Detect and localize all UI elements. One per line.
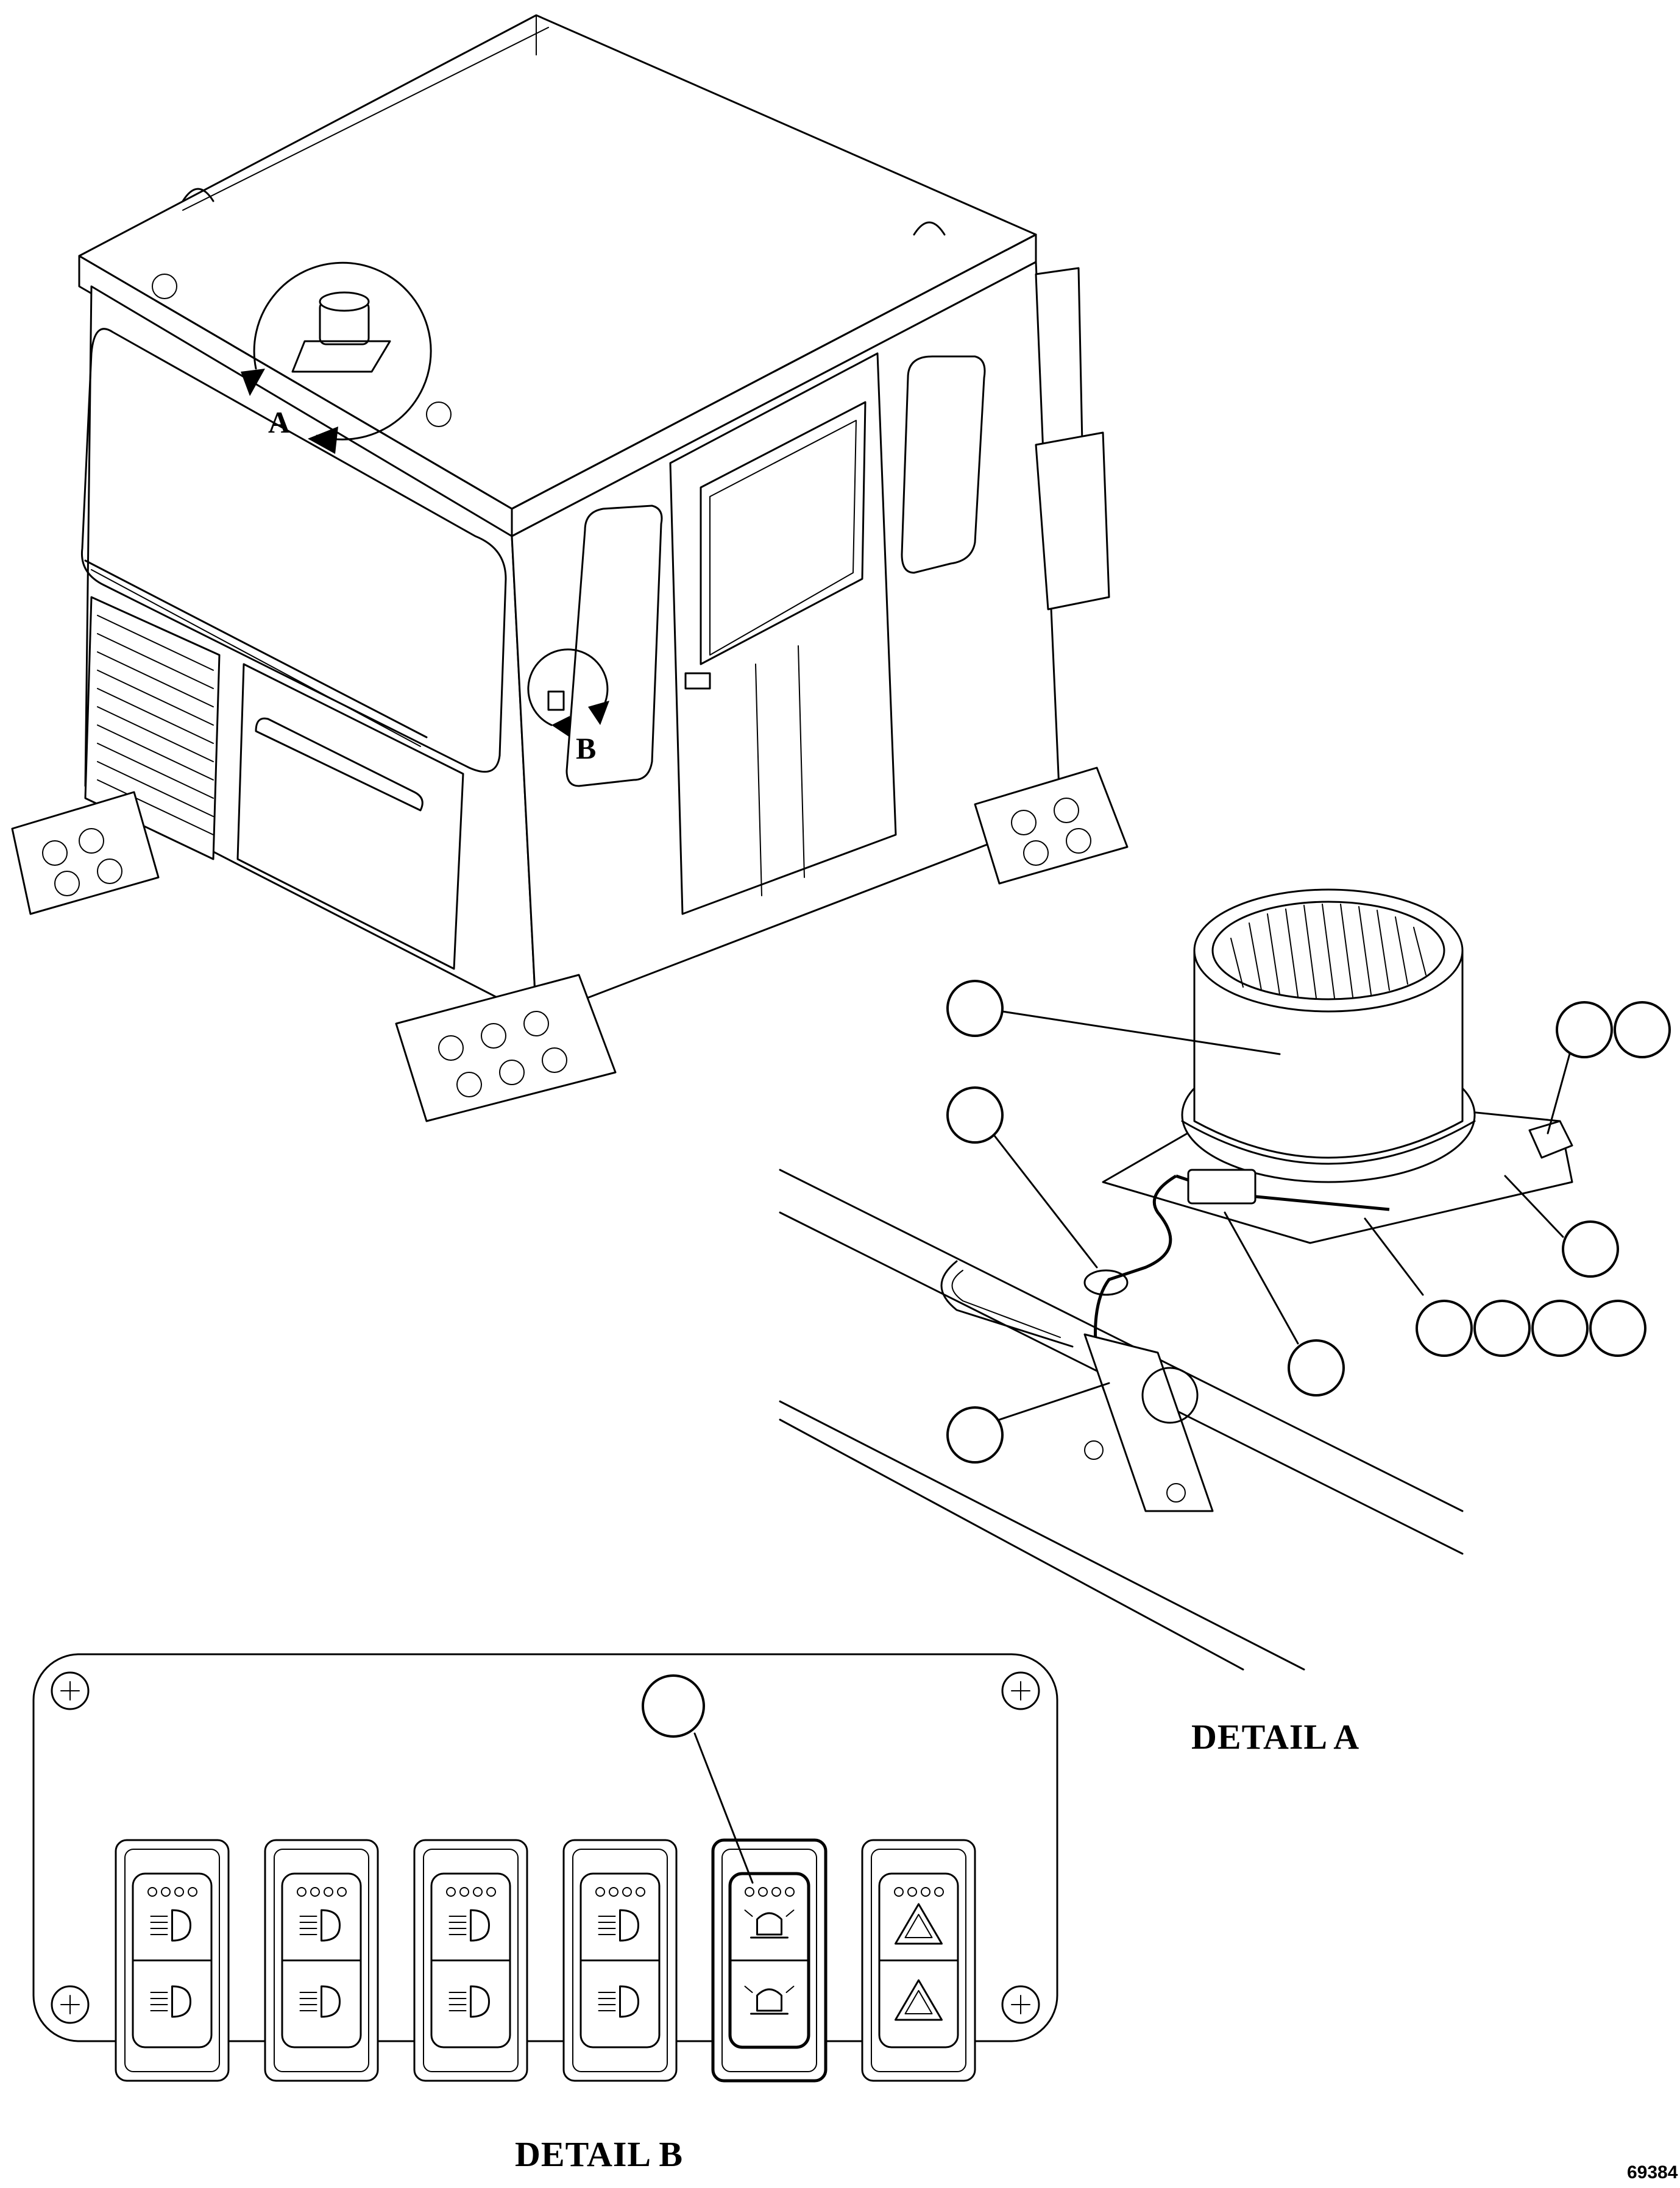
view-letter-a: A [268,405,290,439]
callout-balloon [1614,1001,1671,1058]
rear-work-light-icon [598,1985,639,2018]
beacon-icon [744,1986,795,2015]
callout-balloon [1531,1300,1589,1357]
headlight-icon [448,1985,490,2018]
callout-balloon [1562,1220,1619,1278]
beacon-lens-grooves [1230,904,1427,999]
fog-light-icon [299,1985,341,2018]
detail-a-title: DETAIL A [1191,1717,1359,1757]
work-light-icon [150,1909,191,1942]
beacon-thumbnail-icon [291,291,391,373]
callout-balloon [1416,1300,1473,1357]
work-light-icon [150,1985,191,2018]
panel-screws [51,1671,1040,2024]
base-feet [11,767,1129,1122]
cab-enclosure [11,14,1129,1122]
callout-balloon [1556,1001,1613,1058]
rocker-switch[interactable] [861,1839,976,2082]
rocker-switch[interactable] [264,1839,379,2082]
callout-balloon [946,1406,1004,1464]
detail-b: DETAIL B [32,1653,1058,2174]
callout-balloon [946,1086,1004,1144]
hazard-icon [895,1979,943,2021]
headlight-icon [448,1909,490,1942]
detail-a-locator: A [241,261,432,454]
figure-number: 69384 [1627,2162,1678,2183]
view-letter-b: B [576,731,596,765]
callout-balloon [642,1674,705,1738]
front-grille-slats [97,615,214,835]
callout-balloon [946,980,1004,1037]
rocker-switch[interactable] [562,1839,678,2082]
beacon-icon [744,1910,795,1939]
detail-b-locator: B [527,648,609,765]
rocker-switches [115,1838,976,2083]
rear-work-light-icon [598,1909,639,1942]
detail-b-title: DETAIL B [515,2134,683,2174]
fog-light-icon [299,1909,341,1942]
rocker-switch[interactable] [413,1839,528,2082]
hazard-icon [895,1903,943,1945]
rocker-switch[interactable] [711,1838,828,2083]
callout-balloon [1589,1300,1646,1357]
detail-a: DETAIL A [779,888,1671,1757]
callout-balloon [1473,1300,1531,1357]
rocker-switch[interactable] [115,1839,230,2082]
callout-balloon [1288,1339,1345,1397]
